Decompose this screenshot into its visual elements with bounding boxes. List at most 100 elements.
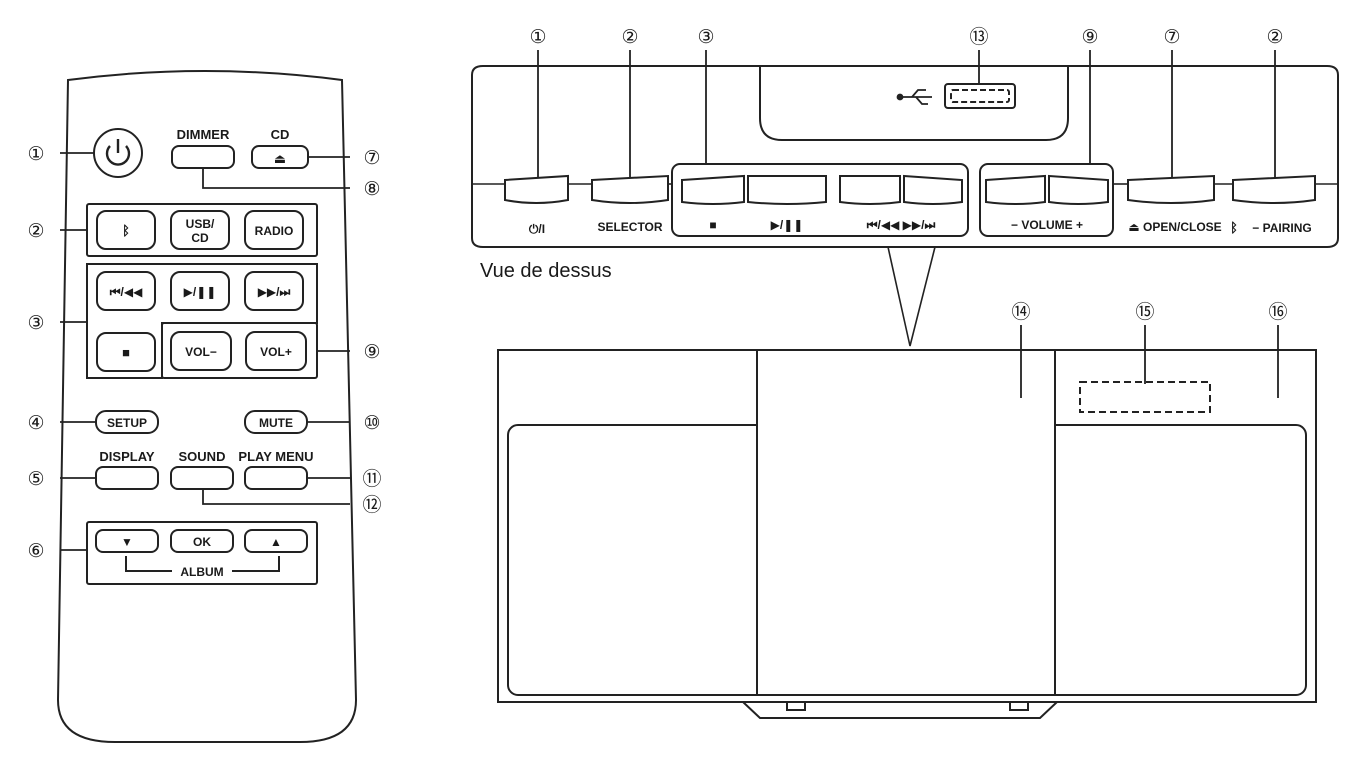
radio-label: RADIO — [255, 224, 294, 238]
remote-callout-6: ⑥ — [27, 541, 44, 562]
play-pause-icon: ▶/❚❚ — [184, 285, 217, 299]
setup-label: SETUP — [107, 416, 147, 430]
vol-minus-label: VOL− — [185, 345, 217, 359]
bluetooth-icon: ᛒ — [122, 223, 130, 238]
play-menu-label: PLAY MENU — [238, 449, 313, 464]
selector-key-label: SELECTOR — [597, 220, 662, 234]
front-callout-16: ⑯ — [1268, 301, 1287, 323]
pairing-key[interactable] — [1232, 174, 1316, 204]
power-icon — [105, 139, 131, 166]
remote-callout-8: ⑧ — [363, 179, 380, 200]
foot-left — [786, 701, 806, 711]
stop-icon: ■ — [122, 345, 130, 360]
power-key[interactable] — [504, 174, 569, 204]
transport-group — [86, 263, 318, 379]
stop-button[interactable] — [96, 332, 156, 372]
bluetooth-button[interactable] — [96, 210, 156, 250]
album-label: ALBUM — [180, 565, 223, 579]
cd-label: CD — [271, 127, 290, 142]
top-panel-outline — [471, 65, 1339, 248]
power-key-label: ⏻/I — [529, 222, 545, 236]
remote-callout-4: ④ — [27, 413, 44, 434]
top-callout-13: ⑬ — [969, 26, 988, 48]
prev-button[interactable] — [96, 271, 156, 311]
sound-label: SOUND — [179, 449, 226, 464]
mute-label: MUTE — [259, 416, 293, 430]
next-button[interactable] — [244, 271, 304, 311]
up-arrow-icon: ▲ — [270, 535, 282, 549]
ok-label: OK — [193, 535, 211, 549]
volume-key-group — [979, 163, 1114, 237]
play-menu-button[interactable] — [244, 466, 308, 490]
usb-port — [944, 83, 1016, 109]
zoom-lines — [887, 246, 936, 347]
remote-callout-5: ⑤ — [27, 469, 44, 490]
front-callout-14: ⑭ — [1011, 301, 1030, 323]
eject-icon: ⏏ — [274, 151, 286, 166]
album-up-button[interactable] — [244, 529, 308, 553]
remote-callout-3: ③ — [27, 313, 44, 334]
cd-slot — [759, 66, 1069, 141]
top-view-panel — [471, 50, 1339, 347]
front-leader-lines — [1020, 325, 1279, 398]
remote-leader-lines — [60, 152, 350, 551]
pairing-key-label: − PAIRING — [1252, 221, 1311, 235]
prev-icon: ⏮/◀◀ — [110, 285, 143, 299]
top-callout-7: ⑦ — [1163, 27, 1180, 48]
remote-callout-2: ② — [27, 221, 44, 242]
usb-label-top: USB/ — [186, 217, 215, 231]
play-pause-key-icon: ▶/❚❚ — [771, 218, 804, 232]
remote-callout-9: ⑨ — [363, 342, 380, 363]
remote-callout-10: ⑩ — [363, 413, 380, 434]
album-down-button[interactable] — [95, 529, 159, 553]
top-callout-2b: ② — [1266, 27, 1283, 48]
play-pause-button[interactable] — [170, 271, 230, 311]
album-bracket — [125, 556, 280, 572]
prev-key[interactable] — [839, 175, 901, 205]
transport-key-group — [671, 163, 969, 237]
cd-lid — [756, 349, 1056, 696]
sound-button[interactable] — [170, 466, 234, 490]
foot-right — [1009, 701, 1029, 711]
remote-callout-7: ⑦ — [363, 148, 380, 169]
ok-button[interactable] — [170, 529, 234, 553]
top-callout-1: ① — [529, 27, 546, 48]
vol-plus-label: VOL+ — [260, 345, 292, 359]
dimmer-label: DIMMER — [177, 127, 230, 142]
vol-minus-button[interactable] — [170, 331, 232, 371]
remote-callout-1: ① — [27, 144, 44, 165]
top-callout-2a: ② — [621, 27, 638, 48]
display-window — [1079, 381, 1211, 413]
selector-key[interactable] — [591, 174, 669, 204]
stop-key-icon: ■ — [709, 218, 716, 232]
stop-key[interactable] — [681, 174, 745, 205]
front-callout-15: ⑮ — [1135, 301, 1154, 323]
radio-button[interactable] — [244, 210, 304, 250]
next-key[interactable] — [903, 174, 963, 205]
unit-base — [742, 701, 1058, 719]
usb-icon — [896, 89, 932, 105]
display-label: DISPLAY — [99, 449, 154, 464]
open-close-key[interactable] — [1127, 174, 1215, 204]
top-callout-3: ③ — [697, 27, 714, 48]
skip-key-icons: ⏮/◀◀ ▶▶/⏭ — [867, 218, 936, 232]
volume-plus-key[interactable] — [1048, 174, 1109, 205]
display-button[interactable] — [95, 466, 159, 490]
open-close-key-label: ⏏ OPEN/CLOSE — [1128, 220, 1221, 234]
down-arrow-icon: ▼ — [121, 535, 133, 549]
usb-port-inner — [950, 89, 1010, 103]
top-view-caption: Vue de dessus — [480, 260, 612, 282]
volume-minus-key[interactable] — [985, 174, 1046, 205]
usb-cd-button[interactable] — [170, 210, 230, 250]
pairing-bluetooth-icon: ᛒ — [1230, 220, 1238, 235]
remote-callout-11: ⑪ — [362, 468, 381, 490]
top-leader-lines — [537, 50, 1276, 178]
usb-label-bottom: CD — [191, 231, 209, 245]
top-callout-9: ⑨ — [1081, 27, 1098, 48]
vol-plus-button[interactable] — [245, 331, 307, 371]
volume-key-label: − VOLUME + — [1011, 218, 1083, 232]
play-pause-key[interactable] — [747, 175, 827, 205]
dimmer-button[interactable] — [171, 145, 235, 169]
remote-control — [56, 70, 358, 743]
